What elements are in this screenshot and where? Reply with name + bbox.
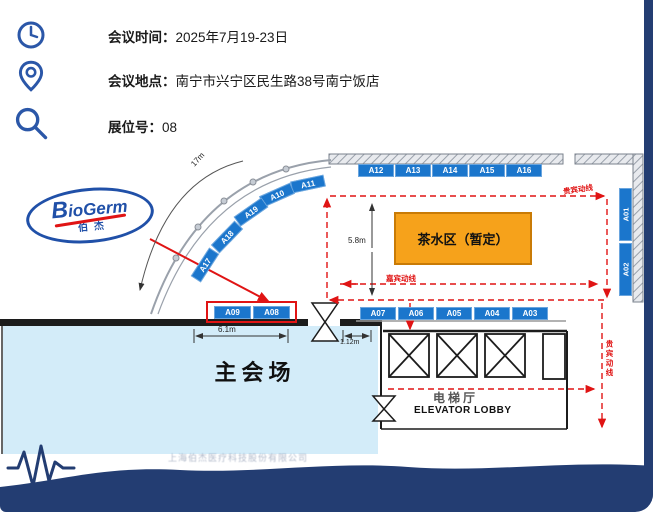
tea-area: 茶水区（暂定） bbox=[394, 212, 532, 265]
meeting-time-value: 2025年7月19-23日 bbox=[175, 30, 289, 45]
main-hall-area bbox=[3, 326, 378, 454]
footer-watermark: 上海伯杰医疗科技股份有限公司 bbox=[168, 453, 309, 463]
meeting-place-label: 会议地点： bbox=[108, 74, 176, 89]
dimension-booth-row: 6.1m bbox=[218, 325, 236, 334]
booth-right-0: A01 bbox=[619, 188, 632, 241]
booth-number-label: 展位号： bbox=[108, 120, 162, 135]
booth-highlight-box bbox=[206, 301, 297, 323]
curved-wall bbox=[150, 159, 332, 315]
route-label-guest: 嘉宾动线 bbox=[386, 274, 416, 283]
solid-walls bbox=[0, 319, 568, 454]
booth-top-4: A16 bbox=[506, 164, 542, 177]
elevator-lobby-label-cn: 电梯厅 bbox=[433, 391, 479, 405]
elevator-shafts bbox=[388, 333, 566, 380]
booth-right-1: A02 bbox=[619, 243, 632, 296]
main-hall-label: 主会场 bbox=[214, 360, 296, 385]
meeting-time-row: 会议时间：2025年7月19-23日 bbox=[108, 26, 288, 46]
elevator-lobby-label-en: ELEVATOR LOBBY bbox=[414, 405, 512, 416]
booth-number-row: 展位号：08 bbox=[108, 116, 177, 136]
route-label-vip-right: 贵宾动线 bbox=[605, 340, 614, 378]
meeting-time-label: 会议时间： bbox=[108, 30, 176, 45]
booth-a08: A08 bbox=[253, 306, 290, 319]
dimension-vertical: 5.8m bbox=[348, 236, 366, 245]
booth-mid-0: A07 bbox=[360, 307, 396, 320]
logo-initial: B bbox=[50, 195, 69, 223]
booth-top-2: A14 bbox=[432, 164, 468, 177]
logo-pointer-arrow bbox=[149, 238, 270, 302]
booth-a09: A09 bbox=[214, 306, 251, 319]
heartbeat-icon bbox=[6, 444, 76, 488]
booth-mid-2: A05 bbox=[436, 307, 472, 320]
booth-top-0: A12 bbox=[358, 164, 394, 177]
meeting-place-value: 南宁市兴宁区民生路38号南宁饭店 bbox=[175, 74, 380, 89]
booth-mid-4: A03 bbox=[512, 307, 548, 320]
booth-number-value: 08 bbox=[162, 120, 178, 135]
dimension-door: 1.12m bbox=[340, 339, 360, 346]
booth-top-3: A15 bbox=[469, 164, 505, 177]
clock-icon bbox=[17, 21, 45, 49]
search-icon bbox=[15, 107, 48, 140]
booth-mid-1: A06 bbox=[398, 307, 434, 320]
door-symbols bbox=[310, 302, 397, 422]
booth-mid-3: A04 bbox=[474, 307, 510, 320]
booth-top-1: A13 bbox=[395, 164, 431, 177]
right-border-bar bbox=[644, 0, 653, 512]
footer-wave bbox=[0, 464, 653, 512]
location-icon bbox=[18, 60, 44, 92]
dimension-lines bbox=[138, 160, 375, 343]
circulation-routes bbox=[322, 191, 612, 429]
meeting-place-row: 会议地点：南宁市兴宁区民生路38号南宁饭店 bbox=[108, 70, 380, 90]
